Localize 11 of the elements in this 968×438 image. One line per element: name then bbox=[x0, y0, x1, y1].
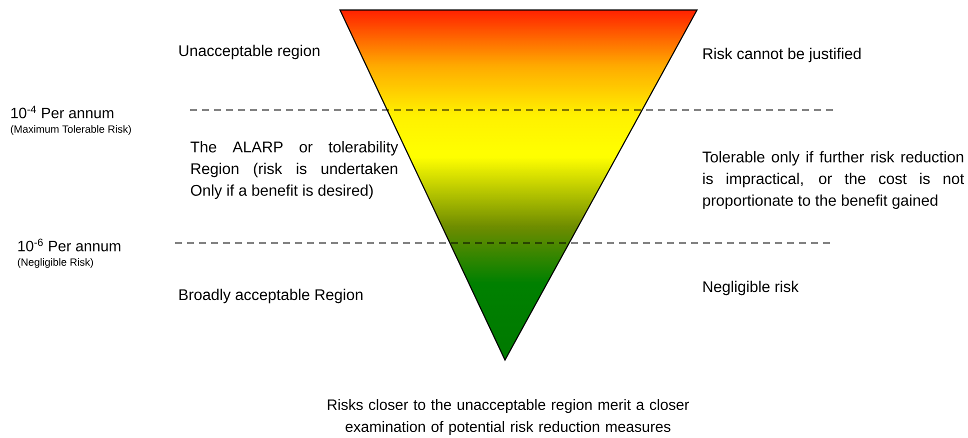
region-label: The ALARP or tolerability Region (risk is undertaken Only if a benefit is desired) bbox=[190, 141, 398, 199]
region-label: Risk cannot be justified bbox=[703, 48, 861, 62]
caption: Risks closer to the unacceptable region merit a closer examination of potential risk reduction measures bbox=[328, 399, 689, 435]
region-label: Unacceptable region bbox=[179, 44, 320, 60]
region-label: (Negligible Risk) bbox=[18, 258, 93, 268]
region-label: Tolerable only if further risk reduction is impractical, or the cost is not proportionate to the benefit gained bbox=[702, 151, 964, 209]
region-label: 10$^{-4}$ Per annum bbox=[11, 106, 114, 118]
region-label: Negligible risk bbox=[703, 280, 799, 296]
region-label: Broadly acceptable Region bbox=[179, 288, 362, 304]
region-label: (Maximum Tolerable Risk) bbox=[10, 125, 131, 135]
region-label: 10$^{-6}$ Per annum bbox=[18, 238, 120, 252]
